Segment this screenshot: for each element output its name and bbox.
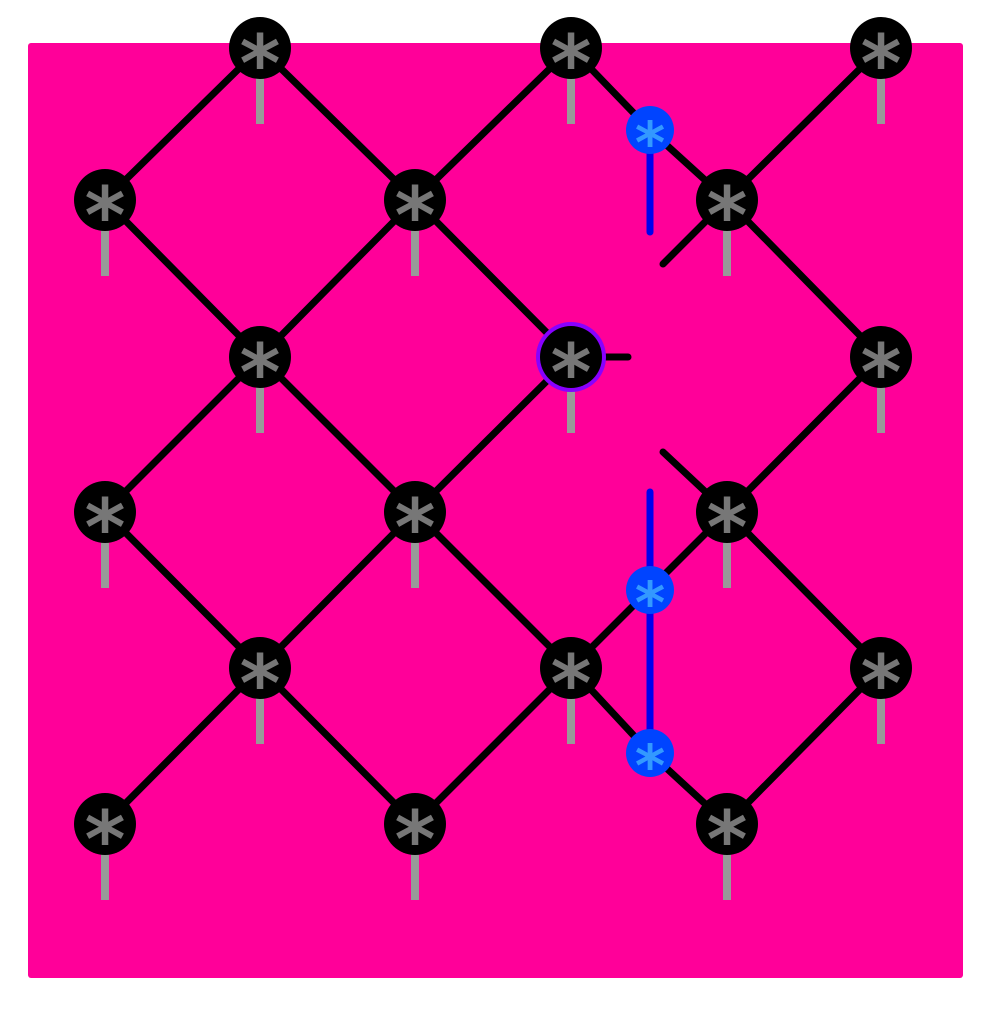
edge-line bbox=[411, 196, 575, 361]
node-circle bbox=[384, 793, 446, 855]
node-circle bbox=[696, 481, 758, 543]
node-circle bbox=[850, 17, 912, 79]
edge-line bbox=[723, 44, 885, 204]
edge-line bbox=[101, 353, 264, 516]
node-circle bbox=[74, 481, 136, 543]
node-circle bbox=[850, 326, 912, 388]
edge-line bbox=[411, 353, 575, 516]
edge-line bbox=[101, 196, 264, 361]
leg-layer bbox=[101, 76, 885, 900]
edge-line bbox=[411, 508, 575, 672]
edge-line bbox=[256, 664, 419, 828]
edge-line bbox=[411, 664, 575, 828]
node-circle bbox=[696, 169, 758, 231]
edge-line bbox=[256, 196, 419, 361]
node-circle bbox=[540, 17, 602, 79]
diagram-background bbox=[28, 43, 963, 978]
node-circle bbox=[540, 637, 602, 699]
node-circle bbox=[850, 637, 912, 699]
node-circle bbox=[74, 793, 136, 855]
node-circle bbox=[229, 326, 291, 388]
edge-line bbox=[411, 44, 575, 204]
node-circle bbox=[626, 106, 674, 154]
edge-line bbox=[723, 508, 885, 672]
node-circle bbox=[229, 637, 291, 699]
node-circle bbox=[626, 729, 674, 777]
edge-line bbox=[101, 508, 264, 672]
node-circle bbox=[229, 17, 291, 79]
node-circle bbox=[540, 326, 602, 388]
edge-line bbox=[723, 353, 885, 516]
edge-line bbox=[256, 508, 419, 672]
edge-line bbox=[101, 44, 264, 204]
edge-line bbox=[101, 664, 264, 828]
edge-line bbox=[723, 196, 885, 361]
node-circle bbox=[74, 169, 136, 231]
node-circle bbox=[626, 566, 674, 614]
edge-line bbox=[256, 44, 419, 204]
edge-line bbox=[723, 664, 885, 828]
edge-line bbox=[256, 353, 419, 516]
node-circle bbox=[384, 169, 446, 231]
node-circle bbox=[696, 793, 758, 855]
node-circle bbox=[384, 481, 446, 543]
